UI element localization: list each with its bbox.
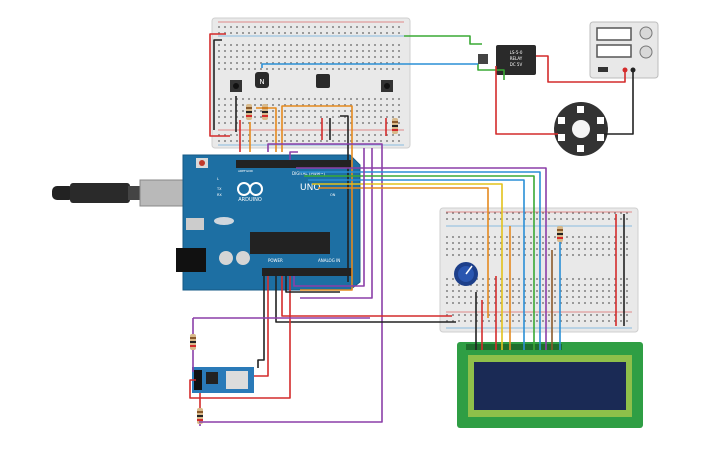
resistor-top-2	[262, 104, 268, 120]
usb-cable	[52, 179, 186, 207]
tx-led-label: TX	[216, 187, 222, 191]
transistor-label: N	[259, 78, 264, 86]
breadboard-right	[439, 207, 639, 333]
neopixel-ring	[554, 102, 608, 156]
resistor-esp-2	[197, 408, 203, 424]
esp8266-module	[192, 367, 254, 393]
wires	[189, 33, 634, 426]
gnd-label: GND	[246, 169, 254, 173]
transistor: N	[255, 72, 269, 88]
resistor-esp-1	[190, 334, 196, 350]
relay-label-1: LS-5-0	[510, 50, 523, 55]
resistor-lcd	[557, 226, 563, 242]
aref-label: AREF	[238, 169, 246, 173]
power-supply	[589, 21, 659, 79]
arduino-model-label: UNO	[300, 183, 320, 193]
relay-label-3: DC 5V	[510, 62, 523, 67]
arduino-uno: ARDUINO UNO DIGITAL (PWM~) POWER ANALOG …	[176, 154, 361, 291]
breadboard-top	[211, 17, 411, 149]
digital-header-label: DIGITAL (PWM~)	[292, 171, 326, 176]
sensor-chip	[316, 74, 330, 88]
relay: LS-5-0 RELAY DC 5V	[478, 45, 536, 75]
on-led-label: ON	[330, 193, 336, 197]
analog-header-label: ANALOG IN	[318, 258, 340, 263]
rx-led-label: RX	[217, 193, 222, 197]
relay-label-2: RELAY	[510, 56, 523, 61]
power-header-label: POWER	[268, 258, 283, 263]
potentiometer[interactable]	[454, 262, 478, 286]
l-led-label: L	[217, 177, 219, 181]
resistor-top-3	[392, 118, 398, 134]
pushbutton-left[interactable]	[230, 80, 242, 92]
resistor-top-1	[246, 104, 252, 120]
arduino-brand-label: ARDUINO	[238, 197, 262, 203]
pushbutton-right[interactable]	[381, 80, 393, 92]
lcd-16x2	[457, 342, 643, 428]
